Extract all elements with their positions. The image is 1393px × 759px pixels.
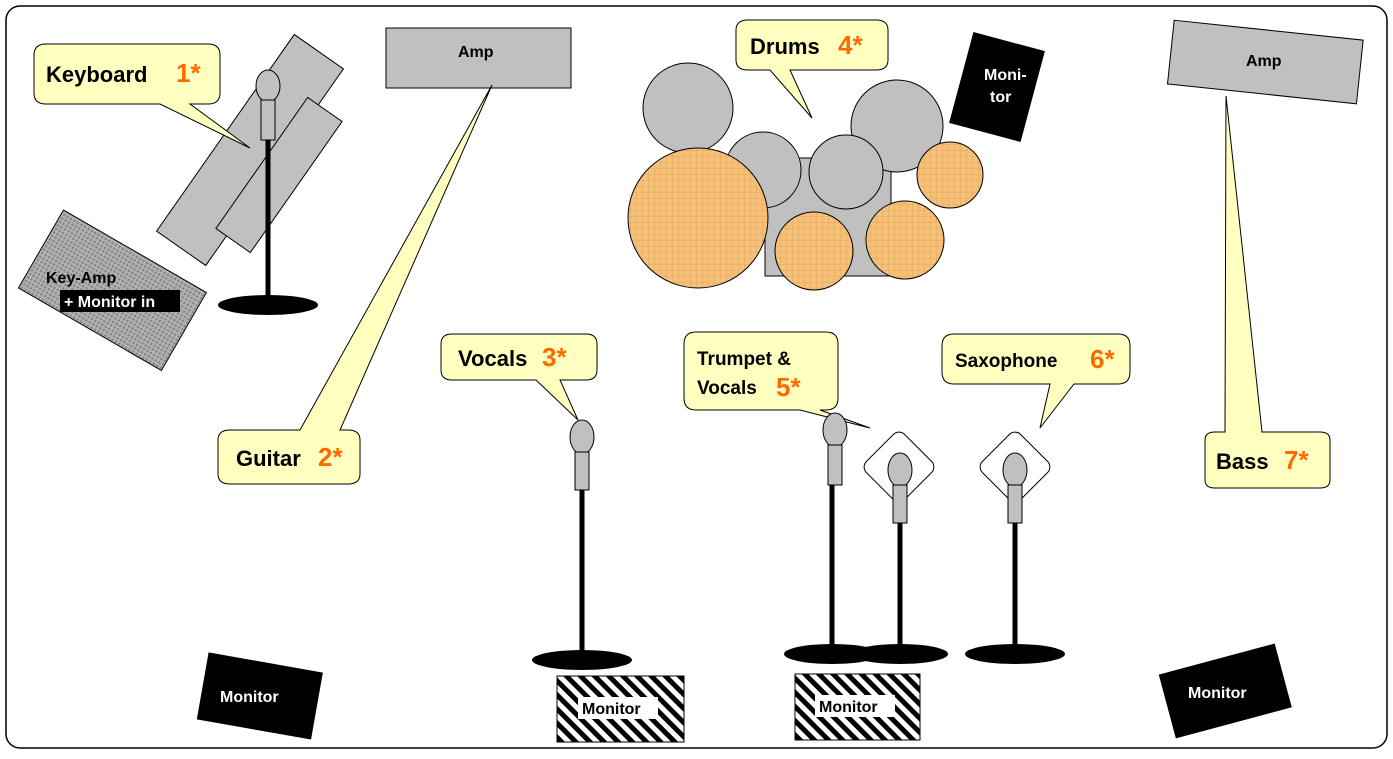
guitar-label: Guitar xyxy=(236,446,301,471)
keyboard-number: 1* xyxy=(176,58,201,88)
trumpet-label-1: Trumpet & xyxy=(697,349,791,370)
callout-bass: Bass 7* xyxy=(1204,95,1331,489)
trumpet-mic-right xyxy=(852,431,948,664)
bass-label: Bass xyxy=(1216,449,1269,474)
saxophone-label: Saxophone xyxy=(955,351,1057,372)
keyboard-mic xyxy=(218,69,318,315)
key-amp-label-2: + Monitor in xyxy=(64,294,155,311)
monitor-center-left-label: Monitor xyxy=(582,701,641,718)
saxophone-number: 6* xyxy=(1090,344,1115,374)
vocals-label: Vocals xyxy=(458,346,527,371)
drum-monitor xyxy=(949,32,1045,142)
drum-monitor-label-1: Moni- xyxy=(984,67,1027,84)
callout-guitar: Guitar 2* xyxy=(217,84,493,485)
vocals-mic xyxy=(532,419,632,670)
trumpet-mic-left xyxy=(784,412,880,664)
callout-saxophone: Saxophone 6* xyxy=(941,333,1131,429)
key-amp-label-1: Key-Amp xyxy=(46,270,116,287)
saxophone-mic xyxy=(965,431,1065,664)
monitor-center-left-label-bg xyxy=(578,697,658,719)
amp-guitar-label: Amp xyxy=(458,44,494,61)
monitor-right-label: Monitor xyxy=(1188,685,1247,702)
monitor-center-right-label-bg xyxy=(815,695,895,717)
amp-bass-label: Amp xyxy=(1246,53,1282,70)
bass-number: 7* xyxy=(1284,445,1309,475)
amp-guitar xyxy=(385,27,572,89)
keyboard-label: Keyboard xyxy=(46,62,147,87)
trumpet-label-2: Vocals xyxy=(697,378,757,399)
drum-kit xyxy=(627,62,984,291)
callout-trumpet: Trumpet & Vocals 5* xyxy=(683,331,871,429)
vocals-number: 3* xyxy=(542,342,567,372)
drums-number: 4* xyxy=(838,30,863,60)
callout-keyboard: Keyboard 1* xyxy=(33,43,251,149)
monitor-left xyxy=(196,652,323,740)
key-amp-label-bg xyxy=(60,290,180,312)
trumpet-number: 5* xyxy=(776,372,801,402)
drums-label: Drums xyxy=(750,34,820,59)
monitor-center-right-label: Monitor xyxy=(819,699,878,716)
monitor-left-label: Monitor xyxy=(220,689,279,706)
guitar-number: 2* xyxy=(318,442,343,472)
callout-drums: Drums 4* xyxy=(735,19,889,119)
drum-monitor-label-2: tor xyxy=(990,89,1011,106)
callout-vocals: Vocals 3* xyxy=(440,333,598,421)
monitor-right xyxy=(1158,643,1292,739)
amp-bass xyxy=(1166,19,1364,105)
